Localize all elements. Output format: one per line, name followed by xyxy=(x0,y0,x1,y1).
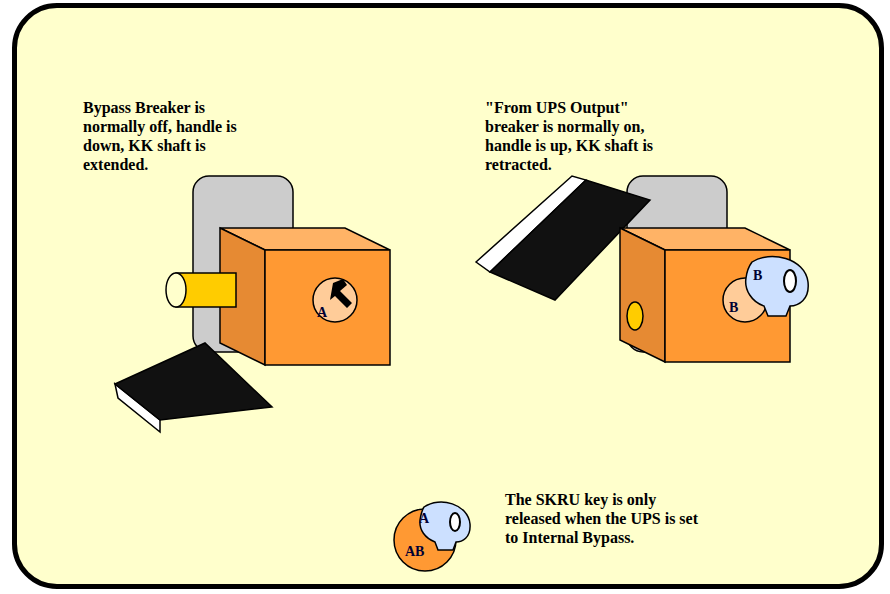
lock-letter: B xyxy=(729,300,738,315)
ups-output-breaker xyxy=(476,176,808,362)
lock-letter: AB xyxy=(405,544,424,559)
note-text: "From UPS Output" breaker is normally on… xyxy=(485,98,677,174)
skru-key xyxy=(394,502,470,571)
note-text: The SKRU key is only released when the U… xyxy=(505,490,715,547)
lock-letter: A xyxy=(317,305,327,320)
note-text: Bypass Breaker is normally off, handle i… xyxy=(83,98,261,174)
lock-letter: B xyxy=(753,268,762,283)
lock-letter: A xyxy=(419,511,429,526)
panel-box: Bypass Breaker is normally off, handle i… xyxy=(12,3,884,589)
panel-ground xyxy=(14,5,882,587)
bypass-breaker xyxy=(115,176,390,432)
